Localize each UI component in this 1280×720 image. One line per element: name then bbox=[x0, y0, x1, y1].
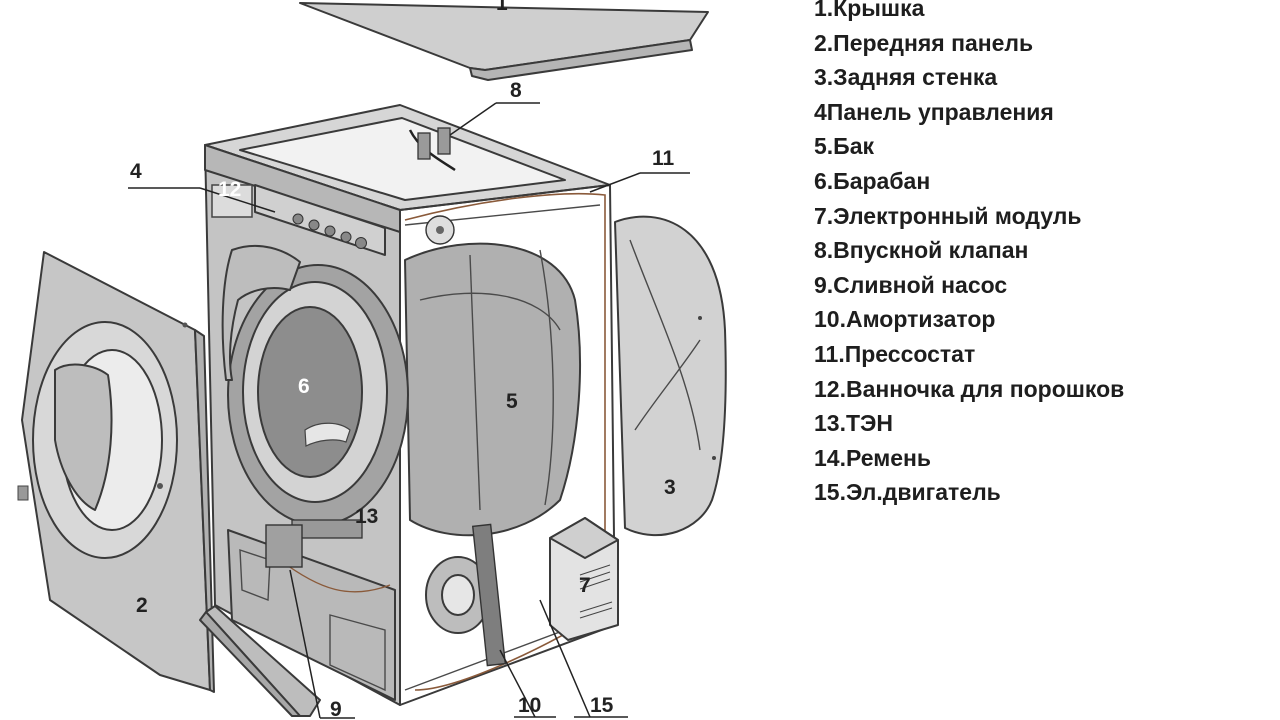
plinth-strip bbox=[199, 605, 321, 717]
drain-pump-part bbox=[265, 524, 303, 568]
callout-6: 6 bbox=[298, 375, 310, 398]
legend-item: 7.Электронный модуль bbox=[814, 202, 1082, 229]
electronic-module-part bbox=[549, 517, 619, 641]
legend-item: 13.ТЭН bbox=[814, 410, 893, 437]
shock-absorber-part bbox=[471, 523, 507, 667]
callout-15: 15 bbox=[590, 694, 614, 717]
legend-item: 11.Прессостат bbox=[814, 340, 976, 367]
callout-1: 1 bbox=[496, 0, 508, 15]
callout-7: 7 bbox=[579, 574, 591, 597]
callout-9: 9 bbox=[330, 698, 342, 720]
callout-2: 2 bbox=[136, 594, 148, 617]
legend-item: 15.Эл.двигатель bbox=[814, 479, 1001, 506]
callout-5: 5 bbox=[506, 390, 518, 413]
callout-13: 13 bbox=[355, 505, 378, 528]
legend-item: 12.Ванночка для порошков bbox=[814, 375, 1125, 402]
legend-item: 6.Барабан bbox=[814, 167, 931, 194]
legend-item: 8.Впускной клапан bbox=[814, 237, 1029, 264]
drum-part bbox=[221, 245, 409, 526]
callout-labels: 1 8 4 11 12 6 5 3 13 7 2 9 10 15 bbox=[130, 0, 676, 720]
pulley-part bbox=[425, 215, 455, 245]
leader-lines bbox=[128, 102, 690, 719]
legend-item: 1.Крышка bbox=[814, 0, 925, 21]
legend-item: 4Панель управления bbox=[814, 98, 1054, 125]
callout-11: 11 bbox=[652, 147, 675, 170]
back-wall-part bbox=[614, 215, 727, 537]
legend-item: 3.Задняя стенка bbox=[814, 64, 998, 91]
legend-item: 9.Сливной насос bbox=[814, 271, 1008, 298]
parts-legend: 1.Крышка 2.Передняя панель 3.Задняя стен… bbox=[814, 0, 1124, 510]
lid-part bbox=[299, 2, 709, 81]
legend-item: 2.Передняя панель bbox=[814, 29, 1034, 56]
callout-3: 3 bbox=[664, 476, 676, 499]
callout-8: 8 bbox=[510, 79, 522, 102]
inlet-valve-part bbox=[417, 127, 451, 160]
tank-part bbox=[404, 242, 581, 537]
callout-10: 10 bbox=[518, 694, 541, 717]
legend-item: 5.Бак bbox=[814, 133, 875, 160]
front-panel-part bbox=[17, 251, 215, 693]
legend-item: 10.Амортизатор bbox=[814, 306, 996, 333]
callout-4: 4 bbox=[130, 160, 142, 183]
callout-12: 12 bbox=[218, 178, 241, 201]
legend-item: 14.Ремень bbox=[814, 444, 932, 471]
